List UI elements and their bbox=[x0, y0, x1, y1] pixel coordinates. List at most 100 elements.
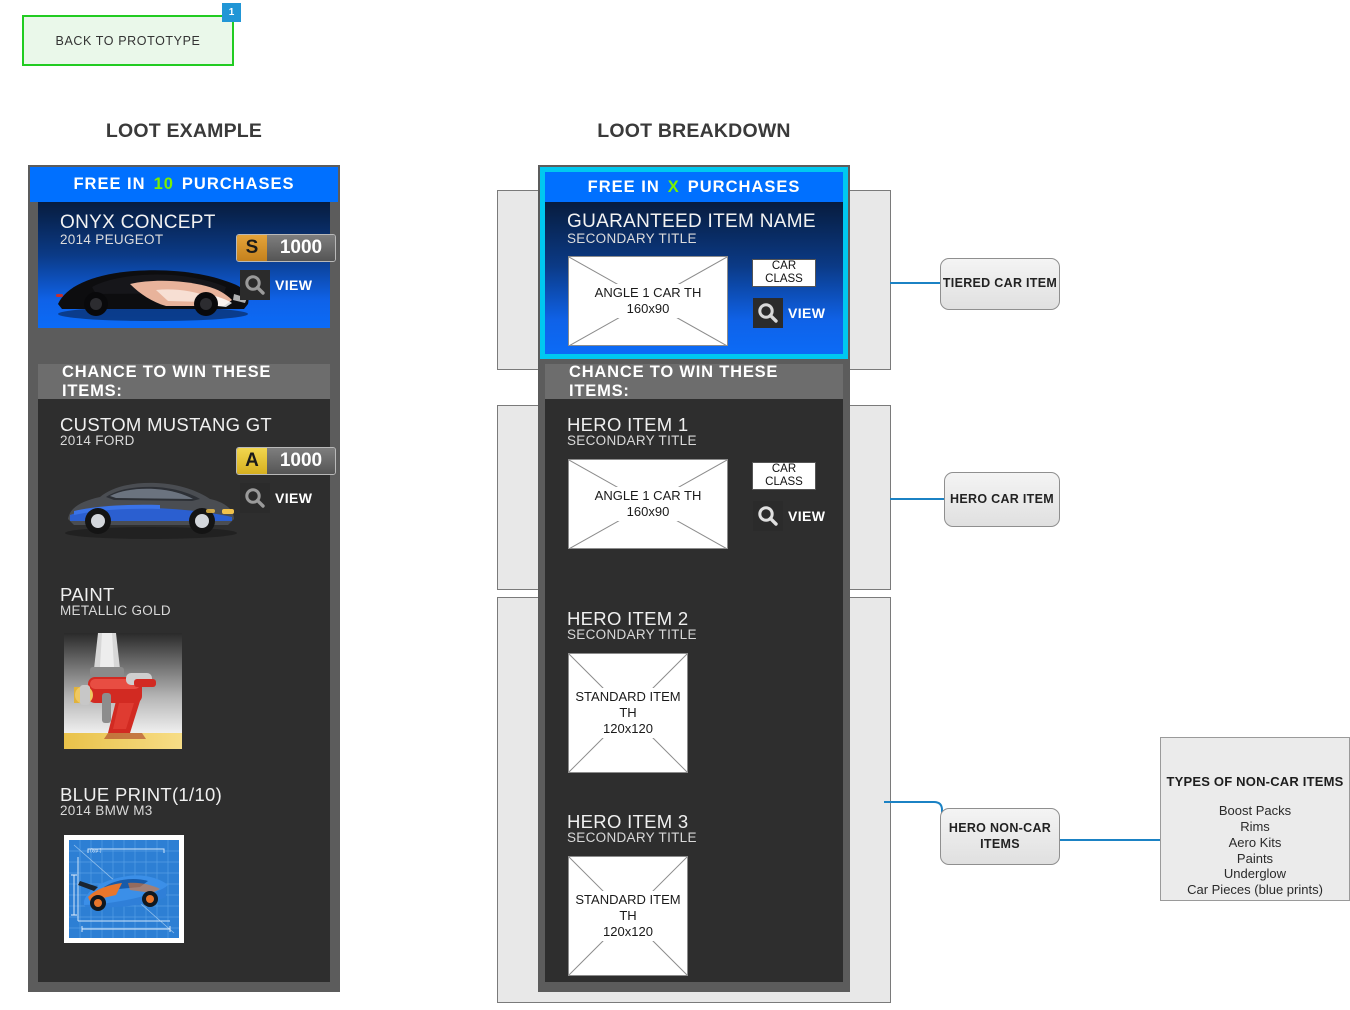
loot-example-subhead: CHANCE TO WIN THESE ITEMS: bbox=[38, 363, 330, 400]
banner-prefix: FREE IN bbox=[587, 177, 660, 196]
legend-item: Boost Packs bbox=[1218, 803, 1292, 818]
thumb-label-line2: TH bbox=[619, 704, 637, 720]
legend-item: Paints bbox=[1236, 850, 1274, 866]
banner-suffix: PURCHASES bbox=[687, 177, 801, 196]
car-class-badge: CAR CLASS bbox=[752, 462, 816, 490]
thumb-label-line1: STANDARD ITEM bbox=[575, 891, 681, 907]
breakdown-item-hero-3: HERO ITEM 3 SECONDARY TITLE STANDARD ITE… bbox=[545, 799, 843, 982]
view-label: VIEW bbox=[275, 277, 313, 293]
magnifier-icon bbox=[753, 298, 783, 328]
step-badge: 1 bbox=[222, 3, 241, 22]
loot-example-title: LOOT EXAMPLE bbox=[105, 120, 263, 142]
legend-item: Car Pieces (blue prints) bbox=[1187, 882, 1323, 898]
item-title: HERO ITEM 1 bbox=[567, 414, 689, 435]
hero-view-button[interactable]: VIEW bbox=[240, 270, 312, 300]
loot-breakdown-hero: GUARANTEED ITEM NAME SECONDARY TITLE ANG… bbox=[545, 202, 843, 354]
loot-item-paint: PAINT METALLIC GOLD bbox=[38, 577, 330, 763]
step-badge-number: 1 bbox=[228, 7, 235, 18]
connector-hero-car-item bbox=[890, 498, 944, 500]
item-view-button[interactable]: VIEW bbox=[753, 501, 825, 531]
car-class-badge: CAR CLASS bbox=[752, 259, 816, 287]
grade-letter: S bbox=[237, 235, 267, 261]
loot-item-blueprint: BLUE PRINT(1/10) 2014 BMW M3 bbox=[38, 763, 330, 963]
callout-label: TIERED CAR ITEM bbox=[942, 276, 1058, 291]
thumb-label-line1: ANGLE 1 CAR TH bbox=[594, 284, 702, 300]
banner-suffix: PURCHASES bbox=[181, 175, 295, 193]
view-label: VIEW bbox=[275, 490, 313, 506]
thumb-label-line3: 120x120 bbox=[603, 924, 653, 940]
item-price-badge-wrap: A 1000 bbox=[236, 447, 336, 475]
hero-thumb-placeholder: ANGLE 1 CAR TH 160x90 bbox=[568, 256, 728, 346]
item-subtitle: SECONDARY TITLE bbox=[567, 433, 697, 449]
thumb-label-line2: TH bbox=[619, 907, 637, 923]
item-view-button[interactable]: VIEW bbox=[240, 483, 312, 513]
thumb-label-line2: 160x90 bbox=[626, 301, 670, 316]
view-label: VIEW bbox=[788, 508, 826, 524]
thumb-label-line2: 160x90 bbox=[626, 504, 670, 519]
loot-example-hero: ONYX CONCEPT 2014 PEUGEOT S 1000 bbox=[38, 202, 336, 328]
grade-letter: A bbox=[237, 448, 267, 474]
car-class-line2: CLASS bbox=[765, 273, 803, 285]
hero-price-badge-wrap: S 1000 bbox=[236, 234, 336, 262]
loot-example-banner: FREE IN 10 PURCHASES bbox=[30, 167, 338, 202]
loot-breakdown-subhead: CHANCE TO WIN THESE ITEMS: bbox=[545, 363, 843, 400]
legend-item: Rims bbox=[1240, 818, 1270, 834]
hero-view-button[interactable]: VIEW bbox=[753, 298, 825, 328]
item-title: PAINT bbox=[60, 584, 115, 605]
onyx-concept-car-photo bbox=[56, 270, 249, 321]
price-amount: 1000 bbox=[267, 235, 335, 261]
connector-non-car-legend bbox=[1059, 839, 1161, 841]
back-to-prototype-button[interactable]: BACK TO PROTOTYPE bbox=[22, 15, 234, 66]
hero-item-title: GUARANTEED ITEM NAME bbox=[567, 211, 816, 232]
hero-item-subtitle: 2014 PEUGEOT bbox=[60, 231, 164, 247]
item-thumb-placeholder: STANDARD ITEM TH 120x120 bbox=[568, 856, 688, 976]
blueprint-car-photo: (typ.) bbox=[64, 835, 184, 943]
legend-non-car-items: TYPES OF NON-CAR ITEMS Boost Packs Rims … bbox=[1160, 737, 1350, 901]
magnifier-icon bbox=[240, 483, 270, 513]
loot-breakdown-card: FREE IN X PURCHASES GUARANTEED ITEM NAME… bbox=[538, 165, 850, 992]
hero-item-subtitle: SECONDARY TITLE bbox=[567, 230, 697, 246]
legend-list: Boost Packs Rims Aero Kits Paints Underg… bbox=[1187, 803, 1323, 898]
banner-count: X bbox=[667, 177, 680, 196]
callout-tiered-car-item[interactable]: TIERED CAR ITEM bbox=[940, 258, 1060, 310]
callout-label: HERO CAR ITEM bbox=[950, 491, 1054, 506]
item-title: CUSTOM MUSTANG GT bbox=[60, 414, 273, 435]
loot-breakdown-banner: FREE IN X PURCHASES bbox=[545, 172, 843, 202]
svg-text:(typ.): (typ.) bbox=[90, 848, 102, 854]
price-amount: 1000 bbox=[267, 448, 335, 474]
callout-label-line2: ITEMS bbox=[980, 836, 1020, 851]
item-title: HERO ITEM 3 bbox=[567, 811, 689, 832]
callout-hero-car-item[interactable]: HERO CAR ITEM bbox=[944, 472, 1060, 527]
thumb-label-line1: STANDARD ITEM bbox=[575, 688, 681, 704]
loot-breakdown-items-body: HERO ITEM 1 SECONDARY TITLE ANGLE 1 CAR … bbox=[545, 399, 843, 982]
back-to-prototype-label: BACK TO PROTOTYPE bbox=[55, 33, 201, 48]
loot-example-card: FREE IN 10 PURCHASES ONYX CONCEPT 2014 P… bbox=[28, 165, 340, 992]
loot-breakdown-title: LOOT BREAKDOWN bbox=[597, 120, 791, 142]
car-class-line2: CLASS bbox=[765, 476, 803, 488]
breakdown-item-hero-2: HERO ITEM 2 SECONDARY TITLE STANDARD ITE… bbox=[545, 597, 843, 799]
car-class-line1: CAR bbox=[771, 259, 797, 272]
legend-item: Underglow bbox=[1223, 866, 1287, 882]
magnifier-icon bbox=[240, 270, 270, 300]
magnifier-icon bbox=[753, 501, 783, 531]
loot-example-items-body: CUSTOM MUSTANG GT 2014 FORD A 1000 bbox=[38, 399, 336, 982]
item-subtitle: SECONDARY TITLE bbox=[567, 627, 697, 643]
item-subtitle: 2014 BMW M3 bbox=[60, 803, 153, 819]
item-title: BLUE PRINT(1/10) bbox=[60, 784, 223, 805]
banner-count: 10 bbox=[153, 175, 174, 193]
item-thumb-placeholder: STANDARD ITEM TH 120x120 bbox=[568, 653, 688, 773]
banner-prefix: FREE IN bbox=[73, 175, 146, 193]
thumb-label-line3: 120x120 bbox=[603, 721, 653, 737]
custom-mustang-gt-photo bbox=[65, 482, 237, 539]
connector-tiered-car-item bbox=[890, 282, 942, 284]
item-title: HERO ITEM 2 bbox=[567, 608, 689, 629]
view-label: VIEW bbox=[788, 305, 826, 321]
legend-title: TYPES OF NON-CAR ITEMS bbox=[1166, 774, 1344, 789]
car-class-line1: CAR bbox=[771, 462, 797, 475]
price-badge: S 1000 bbox=[236, 234, 336, 262]
thumb-label-line1: ANGLE 1 CAR TH bbox=[594, 487, 702, 503]
price-badge: A 1000 bbox=[236, 447, 336, 475]
item-subtitle: SECONDARY TITLE bbox=[567, 830, 697, 846]
callout-hero-non-car-items[interactable]: HERO NON-CAR ITEMS bbox=[940, 808, 1060, 865]
loot-item-mustang: CUSTOM MUSTANG GT 2014 FORD A 1000 bbox=[38, 399, 336, 577]
